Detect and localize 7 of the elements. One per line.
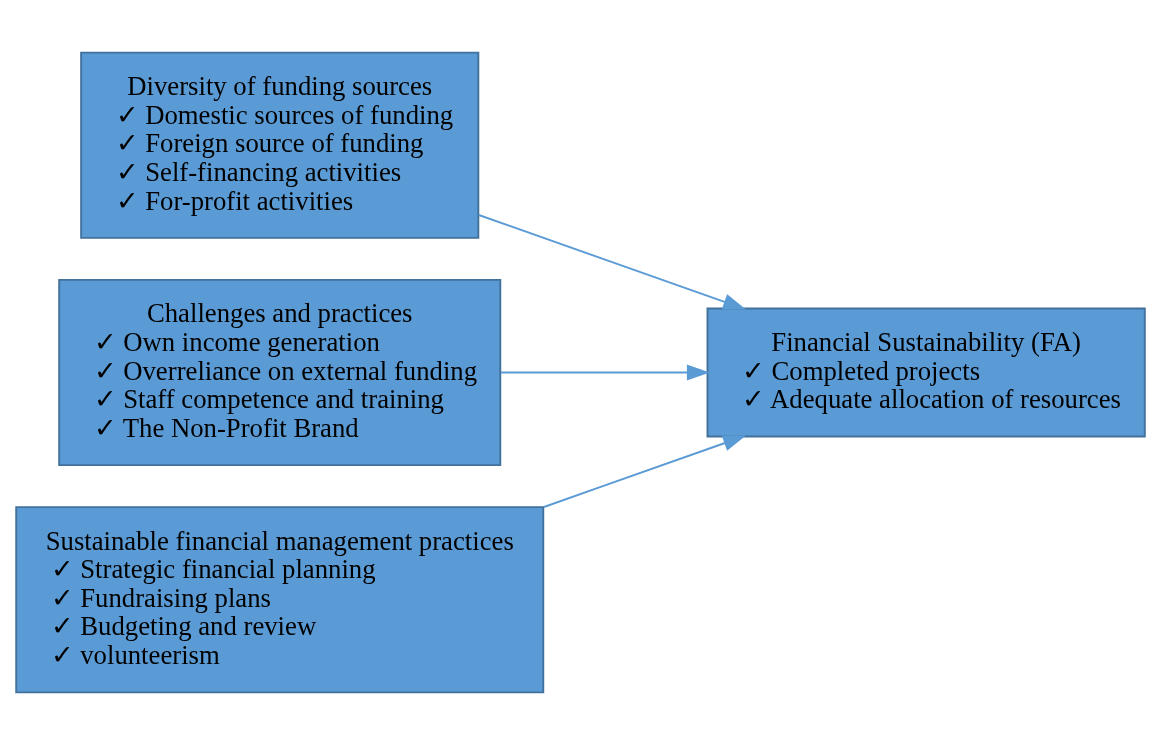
arrow (500, 363, 710, 381)
node-box: Challenges and practices ✓ Own income generation ✓ Overreliance on external funding ✓ Staff competence and training ✓ The Non-Profit Brand (58, 278, 502, 466)
node-box: Sustainable financial management practices ✓ Strategic financial planning ✓ Fundraising plans ✓ Budgeting and review ✓ volunteerism (15, 505, 545, 693)
node-box: Diversity of funding sources ✓ Domestic sources of funding ✓ Foreign source of funding ✓ Self-financing activities ✓ For-profit activities (80, 51, 480, 239)
node-box: Financial Sustainability (FA) ✓ Completed projects ✓ Adequate allocation of resources (706, 307, 1146, 437)
arrow (477, 213, 747, 309)
arrow (542, 435, 747, 508)
